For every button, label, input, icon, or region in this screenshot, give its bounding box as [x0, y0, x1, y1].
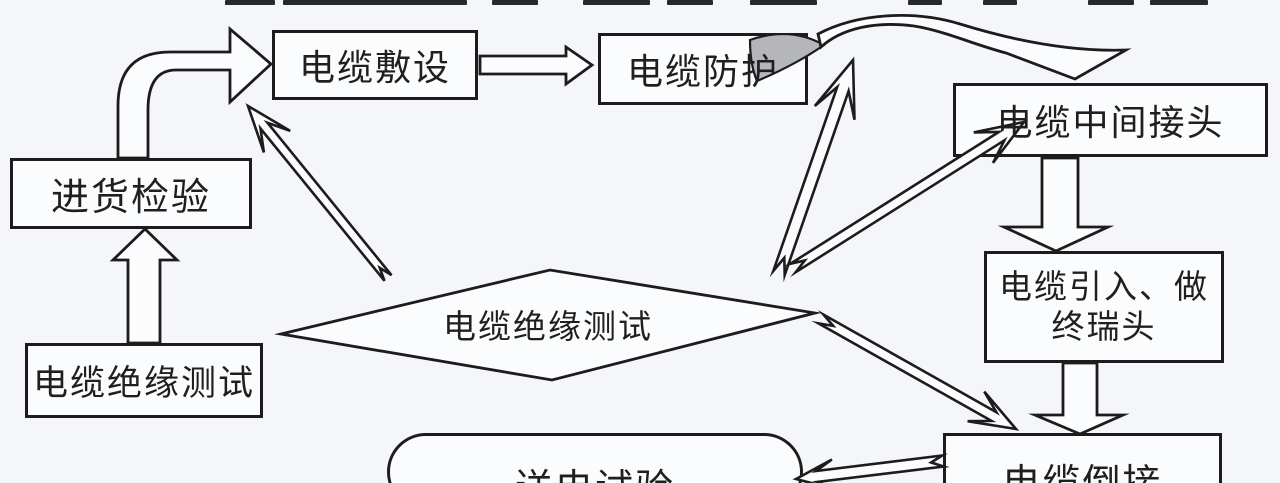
node-intermediate-joint-label: 电缆中间接头	[996, 102, 1225, 143]
arrow-switchover-to-power-test	[792, 453, 950, 483]
arrow-joint-to-leadin	[997, 156, 1115, 253]
arrow-diamond-to-cable-laying	[245, 103, 393, 282]
node-cable-laying-label: 电缆敷设	[298, 47, 451, 88]
top-edge-artifact	[583, 0, 650, 5]
top-edge-artifact	[283, 0, 467, 5]
node-intermediate-joint: 电缆中间接头	[953, 83, 1268, 157]
top-edge-artifact	[492, 0, 538, 5]
node-cable-switchover-label: 电缆倒接	[1002, 452, 1162, 483]
top-edge-artifact	[1150, 0, 1208, 5]
top-edge-artifacts	[0, 0, 1280, 8]
arrow-insulationbox-to-inspection	[109, 227, 181, 345]
node-lead-in-terminal-label: 电缆引入、做 终瑞头	[999, 267, 1209, 345]
top-edge-artifact	[750, 0, 817, 5]
node-incoming-inspection-label: 进货检验	[50, 177, 211, 219]
arrow-laying-to-protection	[478, 44, 595, 87]
node-incoming-inspection: 进货检验	[10, 158, 252, 229]
top-edge-artifact	[1088, 0, 1134, 5]
node-power-test-label: 送电试验	[515, 457, 675, 483]
arrow-leadin-to-switchover	[1028, 361, 1130, 436]
node-power-test: 送电试验	[387, 433, 803, 483]
node-insulation-test-box-label: 电缆绝缘测试	[32, 364, 255, 403]
node-lead-in-terminal: 电缆引入、做 终瑞头	[984, 251, 1224, 363]
node-insulation-test-box: 电缆绝缘测试	[25, 343, 263, 418]
arrow-protection-to-joint-curved	[816, 14, 1132, 81]
arrow-inspection-to-laying	[116, 25, 274, 160]
node-cable-protection-label: 电缆防护	[626, 51, 779, 92]
top-edge-artifact	[225, 0, 275, 5]
top-edge-artifact	[667, 0, 713, 5]
top-edge-artifact	[908, 0, 942, 5]
node-cable-switchover: 电缆倒接	[943, 433, 1222, 483]
top-edge-artifact	[983, 0, 1017, 5]
node-insulation-test-diamond-label: 电缆绝缘测试	[443, 308, 653, 345]
node-cable-protection: 电缆防护	[598, 33, 808, 105]
node-cable-laying: 电缆敷设	[272, 30, 478, 100]
